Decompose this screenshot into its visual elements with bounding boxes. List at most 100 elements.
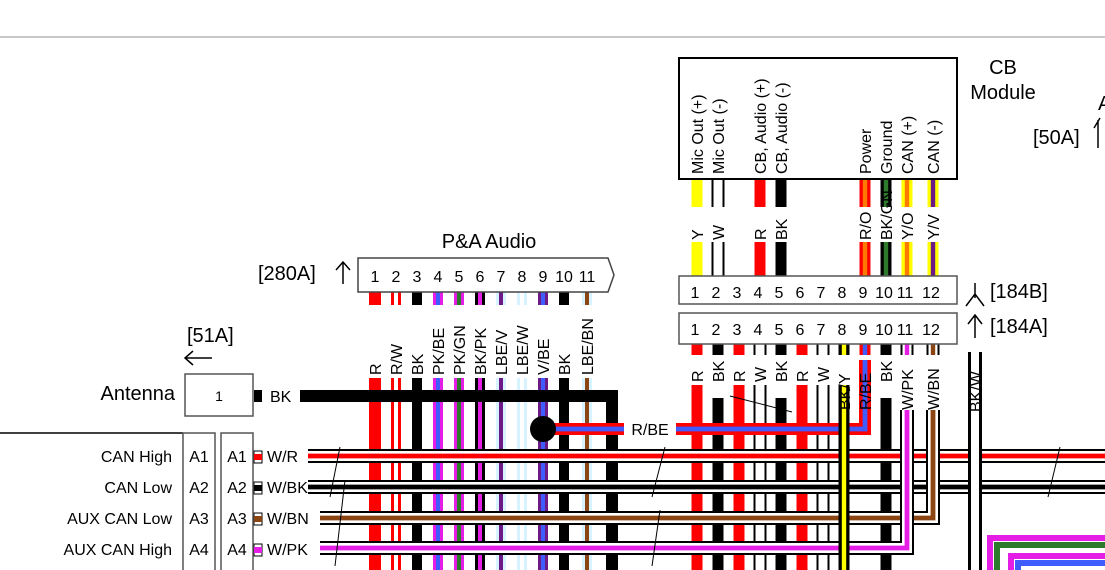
184a-pin-number: 7 [817, 322, 826, 339]
ref-51a: [51A] [187, 325, 234, 347]
pa-audio-title: P&A Audio [442, 231, 537, 253]
can-pin-a: A1 [189, 449, 209, 466]
cb-function-label: Power [858, 128, 875, 174]
184a-pin-number: 2 [712, 322, 721, 339]
leader-line [729, 395, 793, 413]
wire-stripe [320, 410, 936, 521]
cb-wire-label: BK [774, 218, 791, 240]
can-connector-b [220, 432, 254, 570]
184a-pin-number: 9 [859, 322, 868, 339]
twisted-pair-mark [651, 509, 661, 567]
184a-wire-label: W/BN [926, 368, 943, 410]
can-signal-label: AUX CAN High [64, 542, 172, 559]
cb-function-label: Ground [879, 121, 896, 174]
wire-stripe [320, 410, 910, 551]
ref-50a-cut: A [1098, 93, 1105, 115]
pa-pin-number: 9 [539, 269, 548, 286]
pa-pin-number: 6 [476, 269, 485, 286]
cb-module-title: CB [989, 57, 1017, 79]
184a-wire-label: BK/Y [837, 373, 854, 410]
twisted-pair-mark [651, 446, 666, 498]
184a-pin-number: 10 [875, 322, 893, 339]
cb-wire-label: Y [690, 229, 707, 240]
antenna-pin: 1 [215, 388, 223, 404]
cb-wire-label: Y/O [900, 212, 917, 240]
can-pin-b: A4 [227, 542, 247, 559]
184b-pin-number: 5 [775, 285, 784, 302]
twisted-pair-mark [1047, 446, 1061, 498]
wires-layer [253, 180, 1105, 570]
184a-wire-label: R/BE [858, 373, 875, 410]
pa-pin-number: 5 [455, 269, 464, 286]
pa-wire-label: R [368, 363, 385, 375]
pa-pin-number: 7 [497, 269, 506, 286]
pa-pin-number: 10 [555, 269, 573, 286]
can-signal-label: CAN Low [104, 480, 172, 497]
pa-pin-number: 8 [518, 269, 527, 286]
twisted-pair-mark [329, 446, 341, 498]
cb-wire-label: R [753, 228, 770, 240]
can-wire-label: W/R [267, 449, 298, 466]
184b-pin-number: 10 [875, 285, 893, 302]
connectors-layer [0, 57, 958, 570]
pa-wire-label: BK [410, 353, 427, 375]
pa-wire-label: PK/BE [431, 328, 448, 375]
pin-stub-color [254, 454, 262, 460]
184a-wire-label: BK [711, 360, 728, 382]
antenna-label: Antenna [100, 383, 175, 405]
frame-wire [994, 542, 1105, 570]
splice-wire-label: R/BE [631, 422, 668, 439]
184a-pin-number: 3 [733, 322, 742, 339]
receptacle-icon [965, 283, 985, 307]
184a-wire-label: R [795, 370, 812, 382]
up-arrow-icon [335, 260, 351, 284]
pa-pin-number: 1 [371, 269, 380, 286]
184a-wire-label: BK [774, 360, 791, 382]
184a-wire-label: W [753, 366, 770, 382]
up-arrow-icon [1093, 117, 1101, 148]
can-pin-b: A2 [227, 480, 247, 497]
ref-184b: [184B] [990, 281, 1048, 303]
cb-function-label: CB, Audio (+) [753, 78, 770, 174]
cb-wire-label: Y/V [926, 214, 943, 240]
184a-pin-number: 4 [754, 322, 763, 339]
184b-pin-number: 3 [733, 285, 742, 302]
pa-wire-label: LBE/V [494, 329, 511, 375]
184b-pin-number: 4 [754, 285, 763, 302]
pa-wire-label: PK/GN [452, 325, 469, 375]
can-pin-b: A1 [227, 449, 247, 466]
frame-wire [1015, 560, 1105, 570]
connector-184a [678, 312, 958, 345]
pa-pin-number: 2 [392, 269, 401, 286]
184b-pin-number: 12 [922, 285, 940, 302]
twisted-pair-mark [334, 479, 346, 567]
184a-pin-number: 6 [796, 322, 805, 339]
pin-stub-color [254, 516, 262, 522]
can-pin-a: A3 [189, 511, 209, 528]
pin-stub-color [254, 485, 262, 491]
can-wire-label: W/PK [267, 542, 308, 559]
184a-pin-number: 12 [922, 322, 940, 339]
ref-50a: [50A] [1033, 127, 1080, 149]
cb-wire-label: BK/GN [879, 190, 896, 240]
pa-wire-label: LBE/BN [580, 318, 597, 375]
cb-function-label: Mic Out (-) [711, 98, 728, 174]
cb-wire-label: W [711, 224, 728, 240]
184a-wire-label: W/PK [900, 369, 917, 410]
pa-pin-number: 3 [413, 269, 422, 286]
cb-function-label: CAN (-) [926, 120, 943, 174]
aux-can-high-wire [320, 410, 914, 555]
pa-audio-connector [357, 257, 615, 293]
pin-stub [254, 390, 262, 402]
cb-wire-label: R/O [858, 212, 875, 240]
184b-pin-number: 7 [817, 285, 826, 302]
184a-wire-label: W [816, 366, 833, 382]
cb-function-label: Mic Out (+) [690, 94, 707, 174]
184b-pin-number: 8 [838, 285, 847, 302]
184b-pin-number: 6 [796, 285, 805, 302]
cb-module-title: Module [970, 82, 1036, 104]
frame-wire [987, 535, 1105, 570]
can-pin-a: A2 [189, 480, 209, 497]
pin-stub-color [254, 547, 262, 553]
